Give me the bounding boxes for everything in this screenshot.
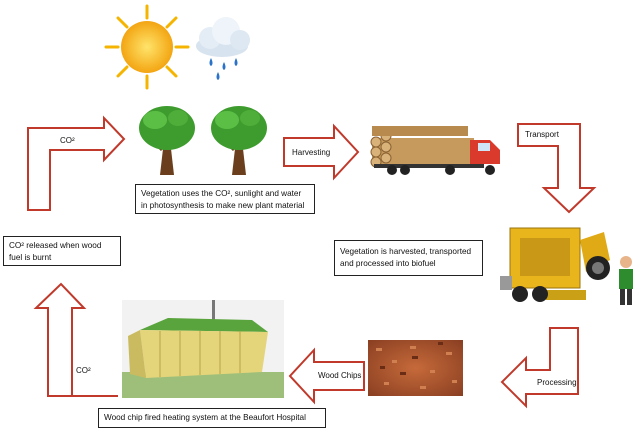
co2-released-box: CO² released when wood fuel is burnt	[3, 236, 121, 266]
harvesting-label: Harvesting	[292, 148, 331, 157]
photosynthesis-box: Vegetation uses the CO², sunlight and wa…	[135, 184, 315, 214]
processing-label: Processing	[537, 378, 577, 387]
co2-label-top: CO²	[60, 136, 75, 145]
co2-up-right-arrow	[27, 115, 126, 211]
hospital-building	[122, 300, 284, 398]
logging-truck-icon	[370, 126, 500, 175]
transport-label: Transport	[525, 130, 559, 139]
hospital-caption-box: Wood chip fired heating system at the Be…	[98, 408, 326, 428]
co2-up-arrow	[33, 282, 118, 397]
tree-icon	[211, 106, 267, 175]
worker-figure	[619, 256, 633, 305]
co2-label-bottom: CO²	[76, 366, 91, 375]
wood-chips-label: Wood Chips	[318, 371, 362, 380]
rain-cloud-icon	[196, 17, 250, 80]
wood-chips-pile	[368, 340, 463, 396]
harvested-box: Vegetation is harvested, transported and…	[334, 240, 483, 276]
processing-arrow	[500, 327, 579, 409]
wood-chips-arrow	[288, 347, 365, 405]
harvesting-arrow	[283, 123, 360, 181]
tree-icon	[139, 106, 195, 175]
sun-icon	[104, 4, 190, 90]
transport-arrow	[517, 123, 597, 214]
wood-chipper-icon	[500, 227, 633, 305]
